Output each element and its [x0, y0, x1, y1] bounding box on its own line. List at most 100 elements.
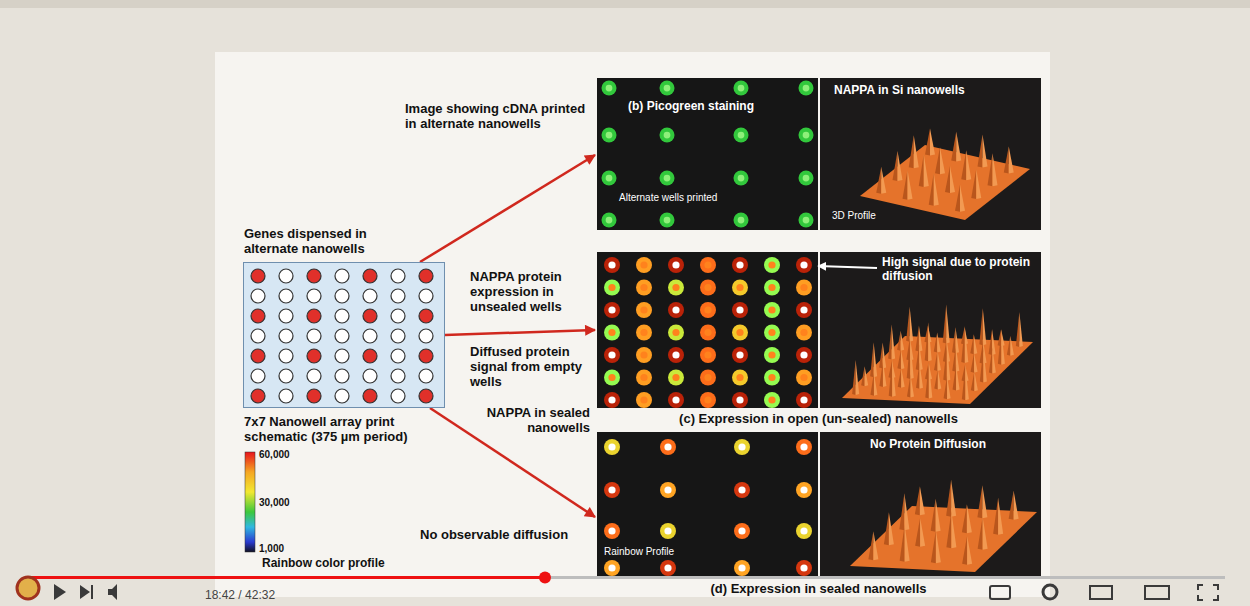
- profile-peak: [943, 305, 947, 344]
- rainbow-spot: [604, 280, 620, 296]
- profile-peak: [946, 511, 951, 548]
- profile-peak: [1009, 491, 1014, 520]
- rainbow-spot: [604, 257, 620, 273]
- empty-well: [419, 369, 433, 383]
- profile-peak: [970, 334, 974, 354]
- profile-peak: [893, 151, 898, 181]
- rainbow-spot-core: [800, 396, 807, 403]
- profile-peak: [936, 499, 941, 532]
- rainbow-spot-core: [608, 351, 615, 358]
- profile-peak: [934, 351, 938, 371]
- schematic-heading: Genes dispensed in alternate nanowells: [244, 227, 424, 257]
- profile-peak: [892, 358, 896, 397]
- rainbow-spot-core: [672, 351, 679, 358]
- rainbow-spot-core: [664, 443, 671, 450]
- profile-peak: [965, 326, 969, 363]
- profile-peak: [916, 363, 920, 389]
- profile-peak: [992, 348, 996, 374]
- profile-peak: [946, 305, 950, 344]
- empty-well: [251, 289, 265, 303]
- profile-peak: [925, 322, 929, 361]
- profile-peak: [879, 342, 883, 368]
- settings-icon: [1043, 585, 1057, 599]
- profile-peak: [956, 364, 960, 390]
- rainbow-spot: [700, 370, 716, 386]
- expression-spots: [604, 257, 812, 408]
- rainbow-spot-core: [640, 284, 647, 291]
- profile-peak: [901, 368, 905, 388]
- profile-peak: [906, 307, 910, 342]
- picogreen-spots: [602, 81, 814, 228]
- empty-well: [279, 269, 293, 283]
- profile-peak: [998, 498, 1003, 535]
- rainbow-spot: [796, 280, 812, 296]
- rainbow-spot-core: [768, 306, 775, 313]
- rainbow-spot: [660, 560, 676, 576]
- rainbow-spot: [668, 302, 684, 318]
- captions-icon: [990, 586, 1010, 599]
- rainbow-spot-core: [704, 329, 711, 336]
- printed-well: [363, 389, 377, 403]
- profile-peak: [937, 332, 941, 352]
- profile-ground: [820, 78, 1041, 230]
- rainbow-spot-core: [608, 284, 615, 291]
- profile-peak: [947, 376, 951, 399]
- profile-peak: [931, 530, 936, 563]
- profile-peak: [914, 135, 919, 168]
- image-ground: [597, 78, 818, 230]
- profile-peak: [915, 486, 920, 515]
- profile-peak: [909, 135, 914, 168]
- rainbow-spot-core: [800, 443, 807, 450]
- rainbow-spot-core: [800, 329, 807, 336]
- empty-well: [335, 269, 349, 283]
- rainbow-spot-core: [640, 261, 647, 268]
- play-icon: [54, 584, 66, 600]
- panel-title: No Protein Diffusion: [870, 438, 986, 452]
- rainbow-spot-core: [736, 329, 743, 336]
- profile-peak: [873, 531, 878, 560]
- panel-caption: (c) Expression in open (un-sealed) nanow…: [597, 412, 1040, 427]
- profile-peak: [870, 373, 874, 396]
- printed-well: [363, 269, 377, 283]
- fullscreen-icon: [1198, 585, 1218, 600]
- profile-peak: [988, 153, 993, 186]
- rainbow-spot: [734, 482, 750, 498]
- panel-note: Alternate wells printed: [619, 192, 717, 204]
- profile-peak: [953, 364, 957, 390]
- profile-3d: [842, 305, 1033, 404]
- green-spot-core: [606, 132, 613, 139]
- rainbow-spot: [732, 370, 748, 386]
- green-spot: [660, 213, 675, 228]
- profile-peak: [874, 373, 878, 396]
- profile-peak: [962, 365, 966, 400]
- rainbow-spot-core: [768, 351, 775, 358]
- profile-peak: [901, 331, 905, 351]
- profile-peak: [971, 371, 975, 391]
- rainbow-spot-core: [800, 564, 807, 571]
- green-spot-core: [803, 217, 810, 224]
- rainbow-spot: [796, 302, 812, 318]
- profile-peak: [1001, 330, 1005, 365]
- empty-well: [335, 369, 349, 383]
- rainbow-spot-core: [608, 396, 615, 403]
- profile-peak: [966, 150, 971, 180]
- empty-well: [363, 329, 377, 343]
- profile-peak: [1016, 312, 1020, 347]
- rainbow-spot-core: [736, 306, 743, 313]
- rainbow-spot: [668, 325, 684, 341]
- scale-title: Rainbow color profile: [262, 557, 385, 571]
- green-spot: [602, 171, 617, 186]
- profile-peak: [965, 365, 969, 400]
- rainbow-spot: [660, 439, 676, 455]
- empty-well: [307, 329, 321, 343]
- printed-well: [307, 269, 321, 283]
- rainbow-spot-core: [800, 527, 807, 534]
- miniplayer-icon: [1090, 586, 1112, 599]
- color-scale-bar: [245, 452, 255, 552]
- profile-peak: [983, 134, 988, 167]
- profile-plane: [860, 145, 1030, 220]
- profile-peak: [974, 334, 978, 354]
- image-panel: (c) Expression in open (un-sealed) nanow…: [597, 252, 818, 408]
- profile-peak: [974, 353, 978, 373]
